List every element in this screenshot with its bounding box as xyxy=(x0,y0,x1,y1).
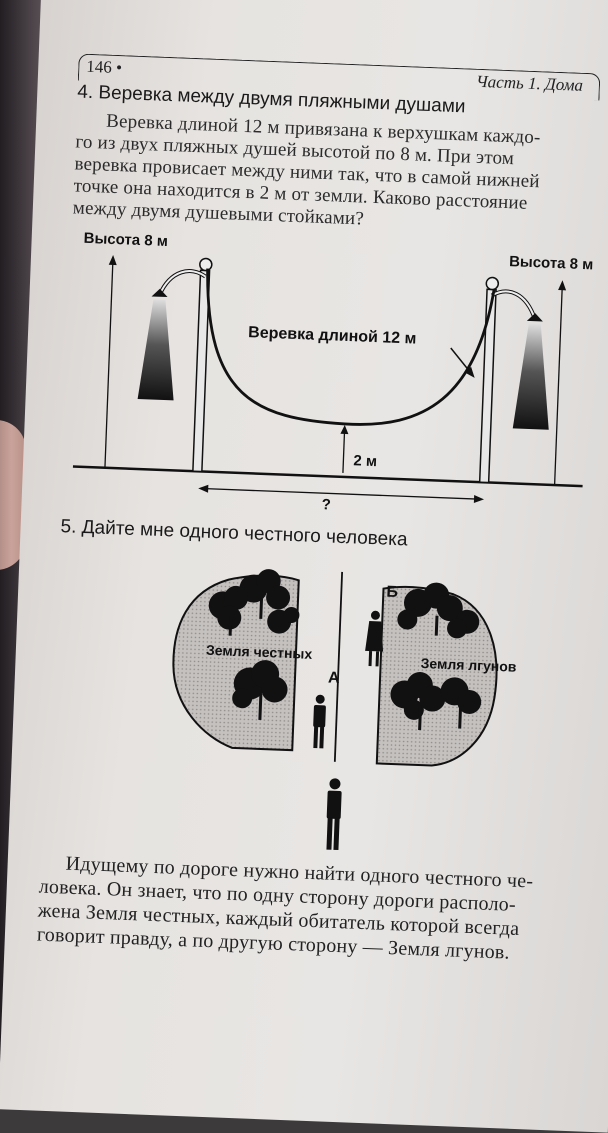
height-arrow-left xyxy=(104,260,114,468)
height-label-right: Высота 8 м xyxy=(508,253,594,274)
person-b-label: Б xyxy=(386,583,399,602)
liars-truthers-diagram xyxy=(172,569,498,851)
problem-5-text: Идущему по дороге нужно найти одного чес… xyxy=(37,851,600,968)
pole-top-left xyxy=(199,257,213,272)
shower-water-left xyxy=(137,299,174,401)
trees-right-bottom xyxy=(390,672,482,731)
trees-left-top xyxy=(208,569,300,636)
problem-4-text: Веревка длиной 12 м привязана к верхушка… xyxy=(72,109,608,240)
trees-right-top xyxy=(397,582,480,639)
sag-label: 2 м xyxy=(353,452,378,471)
person-a-label: А xyxy=(327,669,340,687)
traveler-figure xyxy=(326,778,342,851)
distance-unknown-label: ? xyxy=(321,496,332,514)
shower-water-right xyxy=(512,323,549,430)
person-b-figure xyxy=(365,610,384,667)
page-number: 146 • xyxy=(85,56,123,78)
pole-top-right xyxy=(485,276,500,291)
road-line xyxy=(333,571,344,762)
sag-arrow xyxy=(342,427,346,473)
ground-line xyxy=(72,465,583,488)
chapter-title: Часть 1. Дома xyxy=(475,71,584,95)
height-arrow-right xyxy=(553,286,563,486)
height-label-left: Высота 8 м xyxy=(83,229,169,251)
rope-diagram xyxy=(72,254,583,503)
distance-arrow xyxy=(202,487,481,500)
person-a-figure xyxy=(313,694,326,749)
problem-5-title: 5. Дайте мне одного честного человека xyxy=(60,516,408,551)
rope xyxy=(206,268,496,426)
trees-left-bottom xyxy=(232,660,288,720)
